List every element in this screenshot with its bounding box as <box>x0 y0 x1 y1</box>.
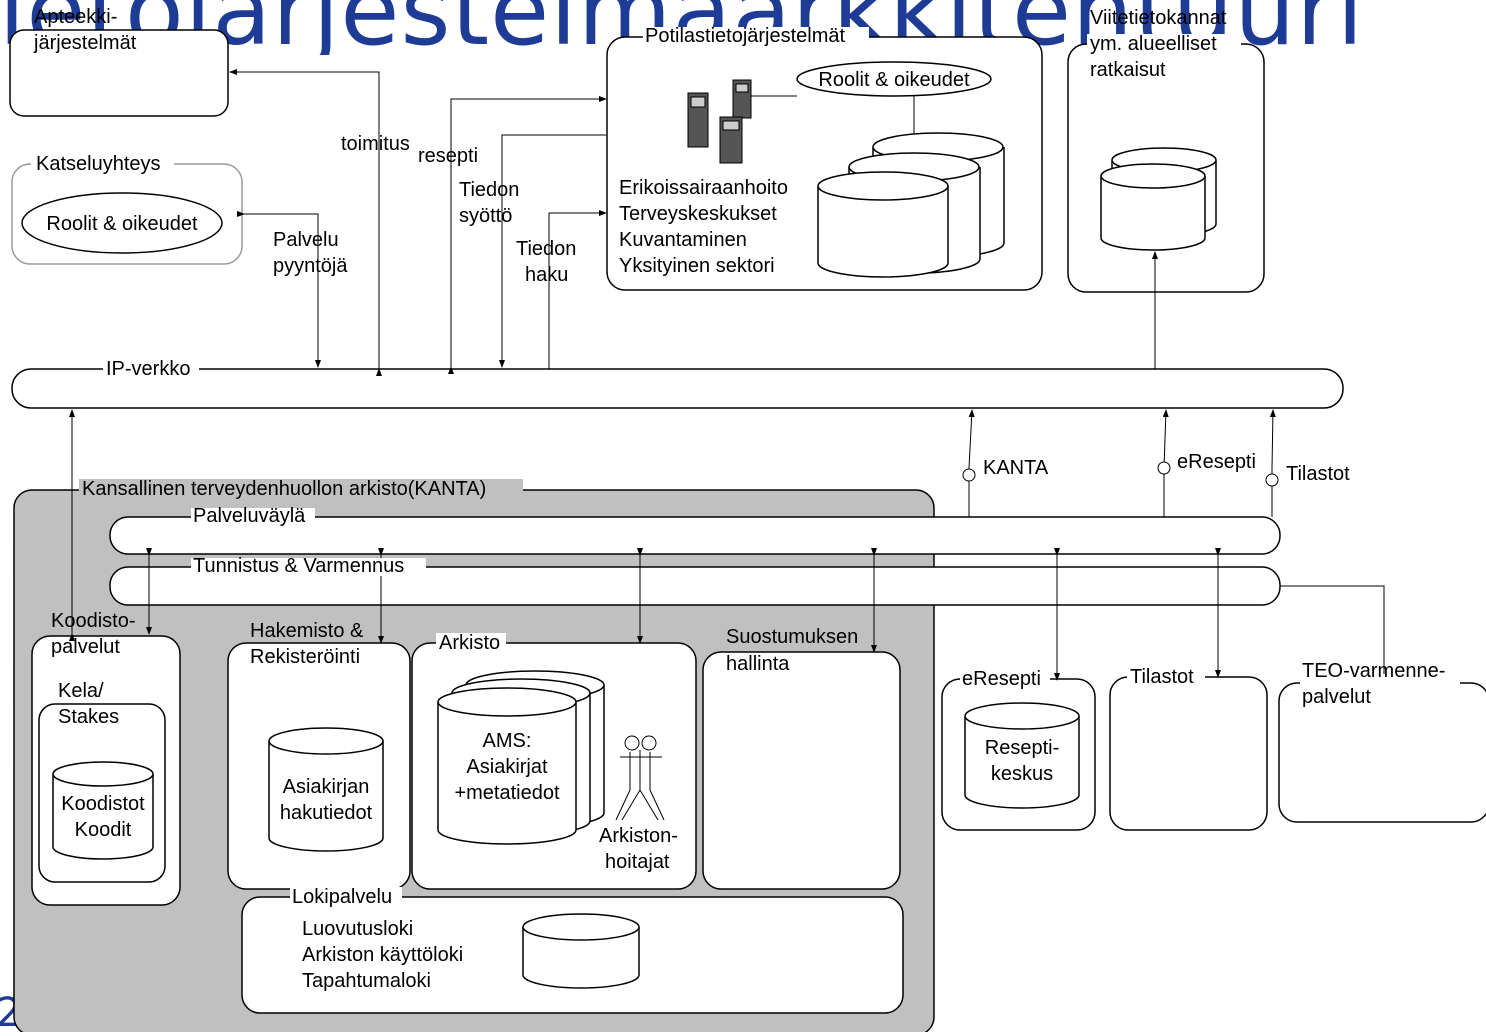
flow-tiedon-syotto-1: Tiedon <box>459 179 519 201</box>
hakemisto-db-label-2: hakutiedot <box>280 802 373 824</box>
ip-verkko-bar <box>11 368 1344 409</box>
flow-toimitus: toimitus <box>341 133 410 155</box>
suostumus-label-1: Suostumuksen <box>726 626 858 648</box>
lokipalvelu-title: Lokipalvelu <box>292 886 392 908</box>
loki-item-3: Tapahtumaloki <box>302 970 431 992</box>
people-label-1: Arkiston- <box>599 825 678 847</box>
people-label-2: hoitajat <box>605 851 670 873</box>
potilas-item-3: Kuvantaminen <box>619 229 747 251</box>
eresepti-db-icon <box>964 702 1080 809</box>
hakemisto-db-icon <box>268 727 384 852</box>
teo-label-1: TEO-varmenne- <box>1302 660 1445 682</box>
interface-circles <box>962 461 1279 487</box>
suostumus-box <box>702 651 901 890</box>
tunnistus-label: Tunnistus & Varmennus <box>193 555 404 577</box>
flow-palvelu-1: Palvelu <box>273 229 339 251</box>
koodisto-title-2: palvelut <box>51 636 120 658</box>
potilas-item-2: Terveyskeskukset <box>619 203 777 225</box>
connection-arrows <box>69 69 1387 683</box>
palveluvayla-bar <box>109 516 1281 555</box>
flow-tiedon-syotto-2: syöttö <box>459 205 512 227</box>
ams-label-3: +metatiedot <box>454 782 560 804</box>
flow-tiedon-haku-1: Tiedon <box>516 238 576 260</box>
kanta-title: Kansallinen terveydenhuollon arkisto(KAN… <box>82 478 486 500</box>
katseluyhteys-title: Katseluyhteys <box>36 153 161 175</box>
viite-label-1: Viitetietokannat <box>1090 7 1227 29</box>
potilas-db-icon <box>817 132 1005 278</box>
flow-resepti: resepti <box>418 145 478 167</box>
ams-db-icon <box>437 670 605 845</box>
koodisto-db-label-2: Koodit <box>75 819 132 841</box>
ip-verkko-label: IP-verkko <box>106 358 190 380</box>
loki-db-icon <box>522 913 640 989</box>
koodisto-db-icon <box>52 761 154 860</box>
kela-label-1: Kela/ <box>58 680 104 702</box>
palveluvayla-label: Palveluväylä <box>193 505 306 527</box>
ams-label-1: AMS: <box>483 730 532 752</box>
loki-item-1: Luovutusloki <box>302 918 413 940</box>
interface-eresepti-label: eResepti <box>1177 451 1256 473</box>
apteekki-label-1: Apteekki- <box>34 6 117 28</box>
tilastot-title: Tilastot <box>1130 666 1194 688</box>
server-icon <box>687 79 752 164</box>
hakemisto-db-label-1: Asiakirjan <box>283 776 370 798</box>
flow-tiedon-haku-2: haku <box>525 264 568 286</box>
tilastot-box <box>1109 676 1268 831</box>
katselu-roles-ellipse <box>21 192 223 254</box>
ams-label-2: Asiakirjat <box>466 756 548 778</box>
hakemisto-title-2: Rekisteröinti <box>250 646 360 668</box>
koodisto-db-label-1: Koodistot <box>61 793 145 815</box>
eresepti-title: eResepti <box>962 668 1041 690</box>
teo-label-2: palvelut <box>1302 686 1371 708</box>
koodisto-title-1: Koodisto- <box>51 610 136 632</box>
interface-tilastot-label: Tilastot <box>1286 463 1350 485</box>
people-icon <box>615 735 665 821</box>
potilas-title: Potilastietojärjestelmät <box>645 25 846 47</box>
apteekki-label-2: järjestelmät <box>33 32 137 54</box>
potilas-roles-ellipse <box>796 61 992 97</box>
eresepti-db-label-1: Resepti- <box>985 737 1059 759</box>
hakemisto-title-1: Hakemisto & <box>250 620 364 642</box>
viite-db-icon <box>1100 147 1217 251</box>
katselu-roles-label: Roolit & oikeudet <box>46 213 198 235</box>
loki-item-2: Arkiston käyttöloki <box>302 944 463 966</box>
interface-kanta-label: KANTA <box>983 457 1049 479</box>
kela-label-2: Stakes <box>58 706 119 728</box>
arkisto-title: Arkisto <box>439 632 500 654</box>
viite-label-3: ratkaisut <box>1090 59 1166 81</box>
potilas-roles-label: Roolit & oikeudet <box>818 69 970 91</box>
potilas-item-1: Erikoissairaanhoito <box>619 177 788 199</box>
flow-palvelu-2: pyyntöjä <box>273 255 348 277</box>
suostumus-label-2: hallinta <box>726 653 790 675</box>
potilas-item-4: Yksityinen sektori <box>619 255 775 277</box>
viite-label-2: ym. alueelliset <box>1090 33 1217 55</box>
eresepti-db-label-2: keskus <box>991 763 1053 785</box>
apteekki-box <box>9 29 229 117</box>
